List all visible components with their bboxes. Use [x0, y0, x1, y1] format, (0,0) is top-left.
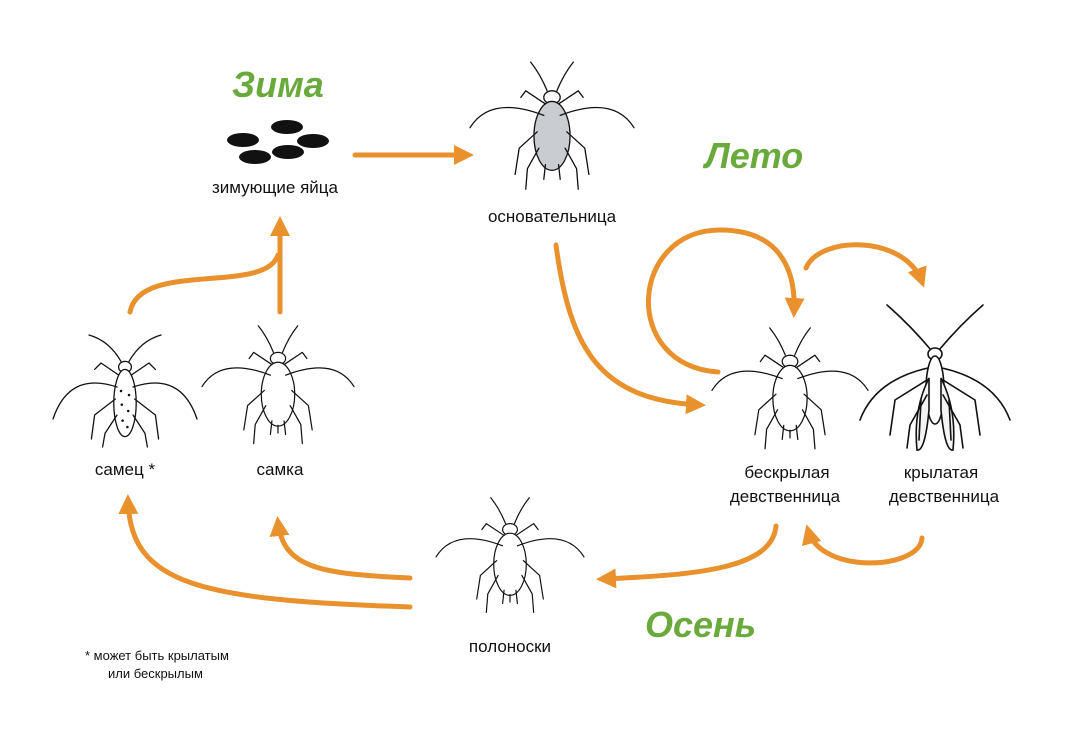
- arrow-sexupara-to-male: [118, 494, 413, 610]
- arrow-founder-to-wingless: [553, 242, 706, 415]
- footnote-line-2: или бескрылым: [108, 666, 203, 681]
- aphid-icon-founder: [469, 61, 635, 190]
- egg-cluster-icon: [227, 120, 329, 164]
- arrow-wingless-loop: [646, 227, 805, 375]
- aphid-icon-male: [52, 334, 198, 448]
- stage-label-male: самец *: [95, 460, 156, 479]
- arrow-male-to-eggs: [127, 252, 281, 315]
- season-autumn-label: Осень: [645, 604, 756, 645]
- winged-aphid-icon: [859, 304, 1011, 451]
- stage-label-eggs: зимующие яйца: [212, 178, 339, 197]
- stage-label-sexupara: полоноски: [469, 637, 551, 656]
- arrow-winged-to-wingless: [801, 524, 925, 566]
- footnote-line-1: * может быть крылатым: [85, 648, 229, 663]
- stage-label-winged-1: крылатая: [904, 463, 978, 482]
- season-summer-label: Лето: [702, 135, 803, 176]
- aphid-icon-sexupara: [435, 497, 585, 613]
- arrow-wingless-to-sexupara: [596, 523, 779, 589]
- aphid-icon-female: [201, 325, 355, 445]
- stage-label-female: самка: [257, 460, 304, 479]
- arrows: [118, 145, 927, 610]
- stage-label-winged-2: девственница: [889, 487, 1000, 506]
- stage-label-founder: основательница: [488, 207, 617, 226]
- arrow-wingless-to-winged: [803, 242, 927, 288]
- stage-label-wingless-2: девственница: [730, 487, 841, 506]
- season-winter-label: Зима: [232, 64, 324, 105]
- aphid-icon-wingless: [711, 327, 869, 450]
- arrow-sexupara-to-female: [269, 516, 413, 581]
- stage-label-wingless-1: бескрылая: [744, 463, 829, 482]
